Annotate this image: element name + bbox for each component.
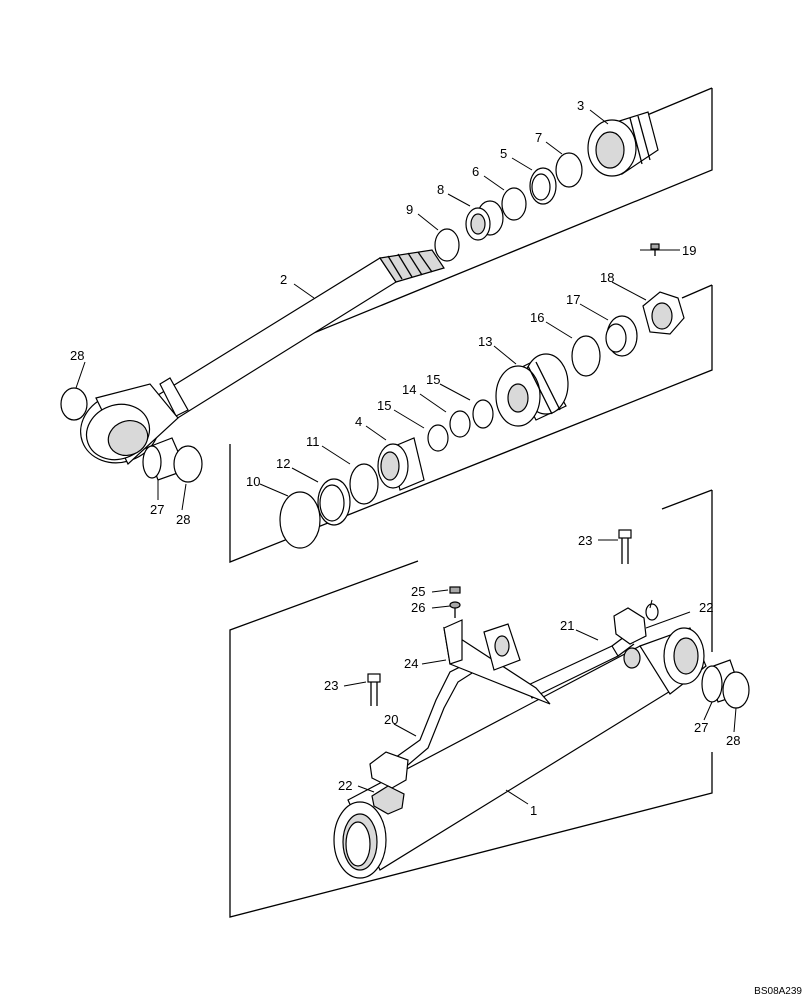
callout-15-lower: 15 [377,398,391,413]
pipe-flange-top [483,623,521,671]
callout-16: 16 [530,310,544,325]
part-28-ring-a [173,445,203,483]
part-14-o-ring [449,410,471,438]
part-6-backup-ring [501,187,527,221]
frame-cylinder-top [661,489,713,510]
part-15-ring-a [472,399,494,429]
callout-13: 13 [478,334,492,349]
callout-25: 25 [411,584,425,599]
callout-17: 17 [566,292,580,307]
callout-27-cylinder: 27 [694,720,708,735]
callout-4: 4 [355,414,362,429]
part-15-ring-b [427,424,449,452]
frame-piston-top [681,284,713,299]
part-8-bushing [465,200,504,241]
callout-6: 6 [472,164,479,179]
part-1-cylinder-tube [333,645,673,879]
part-28-ring-c [722,671,750,709]
callout-3: 3 [577,98,584,113]
callout-5: 5 [500,146,507,161]
callout-28-rod-left: 28 [70,348,84,363]
part-7-wiper-ring [555,152,583,188]
part-23-bolt-lower [367,673,381,706]
part-22-flange-upper [613,607,647,669]
callout-labels: 1 2 3 4 5 6 7 8 9 10 11 12 13 14 15 15 1… [70,98,740,818]
callout-12: 12 [276,456,290,471]
part-19-set-screw [650,243,660,256]
part-1-trunnion-head [639,627,707,695]
part-28-ring-b [60,387,88,421]
callout-22-lower: 22 [338,778,352,793]
callout-18: 18 [600,270,614,285]
callout-28-rod-right: 28 [176,512,190,527]
callout-21: 21 [560,618,574,633]
frame-rod-top [639,87,713,119]
part-28-ring-d [645,603,659,621]
callout-24: 24 [404,656,418,671]
part-4-cushion-sleeve [377,437,425,491]
callout-19: 19 [682,243,696,258]
callout-23-upper: 23 [578,533,592,548]
part-10-shim [279,491,321,549]
part-23-bolt-upper [618,529,632,564]
callout-9: 9 [406,202,413,217]
frame-piston-group [229,285,713,563]
callout-22-upper: 22 [699,600,713,615]
callout-27-rod: 27 [150,502,164,517]
part-18-lock-nut [642,291,685,335]
part-2-piston-rod [80,249,445,465]
callout-11: 11 [306,434,320,449]
callout-20: 20 [384,712,398,727]
part-25-nut [449,586,461,594]
part-16-piston-seal [571,335,601,377]
callout-7: 7 [535,130,542,145]
drawing-code: BS08A239 [754,986,802,997]
callout-8: 8 [437,182,444,197]
part-5-inner [531,173,551,201]
part-22-flange-lower [369,751,409,815]
part-3-rod-gland [587,111,659,177]
leader-lines [75,109,737,805]
part-17-wear-ring [605,315,638,357]
part-26-washer [449,601,461,618]
callout-1: 1 [530,803,537,818]
frame-rod-group [154,88,713,399]
frame-cylinder-lower [229,560,713,918]
callout-28-cylinder: 28 [726,733,740,748]
callout-2: 2 [280,272,287,287]
callout-26: 26 [411,600,425,615]
callout-14: 14 [402,382,416,397]
part-9-o-ring [434,228,460,262]
callout-23-lower: 23 [324,678,338,693]
callout-15-upper: 15 [426,372,440,387]
part-11-ring [349,463,379,505]
part-12-seal-ring [317,478,351,526]
callout-10: 10 [246,474,260,489]
part-13-piston [495,353,569,427]
